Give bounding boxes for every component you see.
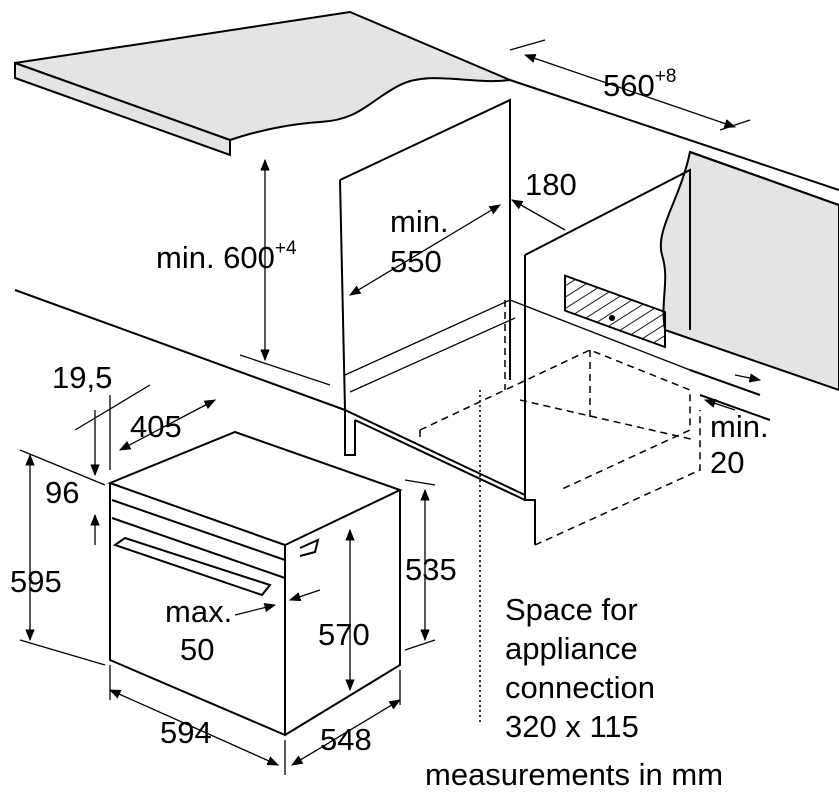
dim-panel-offset: 19,5 xyxy=(52,360,112,395)
dim-front-depth: 405 xyxy=(130,409,182,444)
connection-note-line-3: connection xyxy=(505,670,655,705)
dim-depth: 548 xyxy=(320,722,372,757)
connection-note-line-4: 320 x 115 xyxy=(505,709,639,744)
dim-body-height: 570 xyxy=(318,617,370,652)
dim-min-depth-prefix: min. xyxy=(390,204,449,239)
dim-min-depth: 550 xyxy=(390,244,442,279)
dim-side-height: 535 xyxy=(405,552,457,587)
dim-total-height: 595 xyxy=(10,564,62,599)
connection-note-line-2: appliance xyxy=(505,631,638,666)
dim-niche-width: 560+8 xyxy=(603,66,676,103)
units-note: measurements in mm xyxy=(425,757,723,792)
dim-min-gap-prefix: min. xyxy=(710,409,769,444)
dim-vent-depth: 180 xyxy=(525,167,577,202)
dim-handle-prefix: max. xyxy=(165,594,232,629)
dim-min-gap: 20 xyxy=(710,445,744,480)
dim-handle-projection: 50 xyxy=(180,632,214,667)
oven-handle xyxy=(112,536,272,597)
dim-top-height: 96 xyxy=(45,475,79,510)
connection-space-hatch xyxy=(564,274,666,349)
oven xyxy=(107,430,403,737)
dim-niche-height: min. 600+4 xyxy=(156,238,297,275)
connection-note-line-1: Space for xyxy=(505,592,638,627)
countertop xyxy=(14,10,514,157)
dimension-lines xyxy=(19,39,762,775)
dim-width: 594 xyxy=(160,715,212,750)
countertop-right xyxy=(659,150,839,392)
connection-point xyxy=(609,315,615,321)
